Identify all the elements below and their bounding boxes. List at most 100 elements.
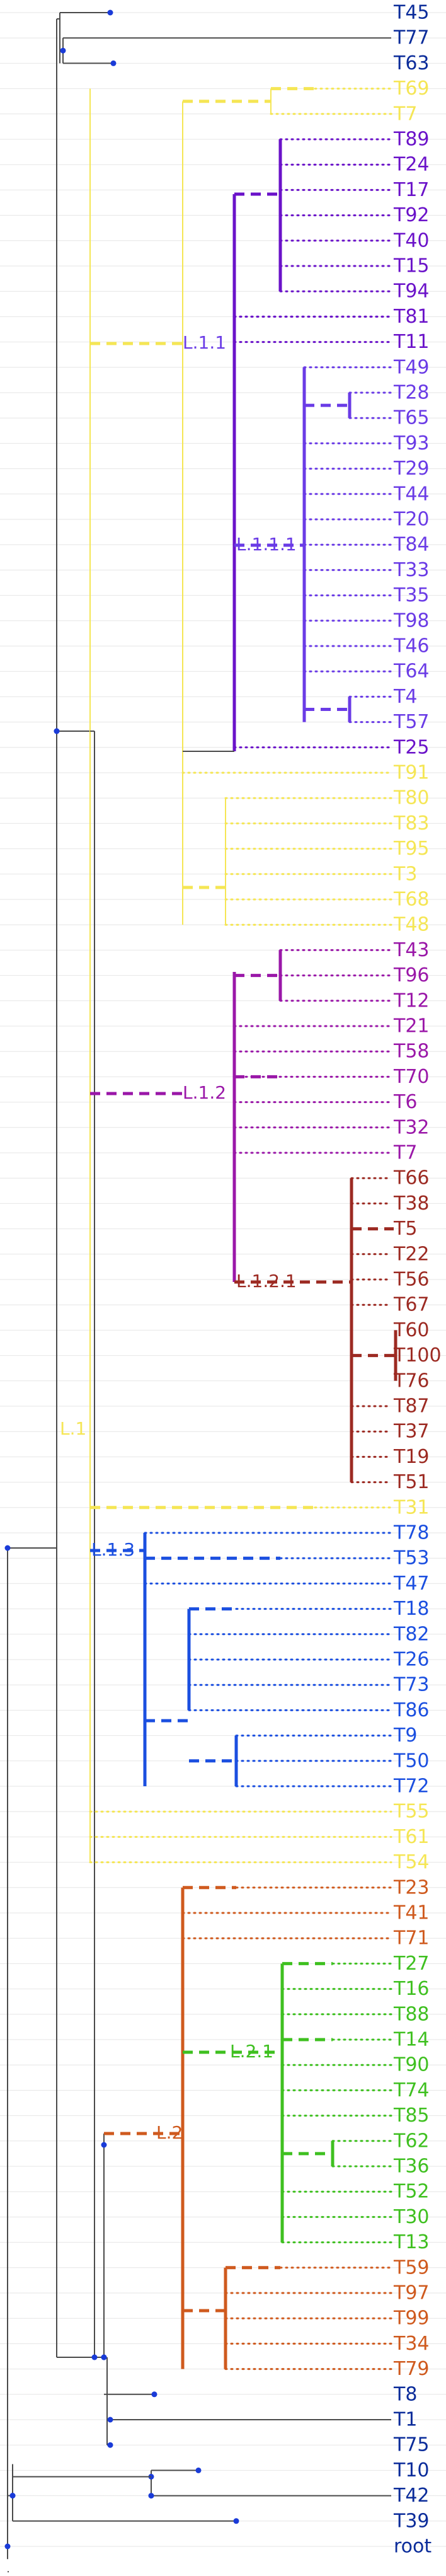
leaf-label: T8 <box>393 2383 417 2405</box>
leaf-label: T70 <box>393 1066 430 1088</box>
leaf-label: T41 <box>393 1902 430 1924</box>
tree-node <box>91 2354 98 2360</box>
leaf-label: T65 <box>393 407 430 429</box>
leaf-label: T28 <box>393 382 430 404</box>
leaf-label: T69 <box>393 78 430 100</box>
leaf-label: T26 <box>393 1649 430 1671</box>
leaf-label: T37 <box>393 1421 430 1443</box>
leaf-label: T98 <box>393 609 430 632</box>
leaf-label: T94 <box>393 280 430 303</box>
leaf-label: T100 <box>393 1344 442 1366</box>
leaf-label: T58 <box>393 1041 430 1063</box>
leaf-label: T25 <box>393 736 430 758</box>
leaf-label: T63 <box>393 52 430 74</box>
leaf-label: T27 <box>393 1953 430 1975</box>
leaf-label: T83 <box>393 812 430 835</box>
tree-node <box>233 2518 239 2524</box>
leaf-label: T60 <box>393 1319 430 1341</box>
leaf-label: T53 <box>393 1547 430 1569</box>
leaf-label: T52 <box>393 2181 430 2203</box>
leaf-label: T72 <box>393 1776 430 1798</box>
leaf-label: T21 <box>393 1015 430 1037</box>
leaf-label: T22 <box>393 1243 430 1265</box>
leaf-label: T93 <box>393 432 430 454</box>
leaf-label: T15 <box>393 255 430 277</box>
tree-node <box>148 2493 154 2499</box>
leaf-label: T79 <box>393 2358 430 2380</box>
leaf-label: T56 <box>393 1269 430 1291</box>
leaf-label: T46 <box>393 635 430 657</box>
clade-label: L.1.2 <box>183 1082 226 1103</box>
leaf-label: T6 <box>393 1091 417 1113</box>
tree-node <box>101 2142 107 2148</box>
leaf-label: T42 <box>393 2485 430 2507</box>
leaf-label: T77 <box>393 27 430 49</box>
leaf-label: T76 <box>393 1370 430 1392</box>
tree-node <box>9 2493 16 2498</box>
leaf-label: T19 <box>393 1446 430 1468</box>
leaf-label: T50 <box>393 1750 430 1772</box>
leaf-label: T73 <box>393 1674 430 1696</box>
leaf-label: T14 <box>393 2029 430 2051</box>
leaf-label: T20 <box>393 509 430 531</box>
tree-node <box>107 9 113 16</box>
leaf-label: T89 <box>393 129 430 151</box>
leaf-label: T81 <box>393 306 430 328</box>
leaf-label: T64 <box>393 661 430 683</box>
tree-node <box>4 1545 11 1551</box>
leaf-label: T87 <box>393 1395 430 1418</box>
leaf-label: T9 <box>393 1724 417 1747</box>
leaf-label: T5 <box>393 1218 417 1240</box>
leaf-label: T44 <box>393 483 430 505</box>
leaf-label: T16 <box>393 1978 430 2000</box>
leaf-label: T30 <box>393 2206 430 2228</box>
clade-label: L.1.1 <box>183 332 226 353</box>
leaf-label: T91 <box>393 762 430 784</box>
leaf-label: T48 <box>393 914 430 936</box>
leaf-label: T67 <box>393 1294 430 1316</box>
leaf-label: T82 <box>393 1623 430 1645</box>
tree-node <box>60 47 66 54</box>
leaf-label: T13 <box>393 2231 430 2253</box>
leaf-label: T68 <box>393 889 430 911</box>
leaf-label: T38 <box>393 1193 430 1215</box>
leaf-label: T4 <box>393 686 417 708</box>
leaf-label: T96 <box>393 964 430 986</box>
leaf-label: T40 <box>393 229 430 251</box>
leaf-label: T3 <box>393 863 417 885</box>
leaf-label: T55 <box>393 1801 430 1823</box>
tree-node <box>151 2391 157 2398</box>
leaf-label: T90 <box>393 2054 430 2076</box>
leaf-label: T95 <box>393 838 430 860</box>
leaf-label: T39 <box>393 2510 430 2532</box>
leaf-label: T34 <box>393 2333 430 2355</box>
leaf-label: T7 <box>393 103 417 125</box>
leaf-label: T66 <box>393 1167 430 1189</box>
leaf-label: T78 <box>393 1522 430 1544</box>
leaf-label: T49 <box>393 356 430 378</box>
clade-label: L.1.2.1 <box>236 1271 297 1291</box>
leaf-label: T24 <box>393 154 430 176</box>
leaf-label: T51 <box>393 1471 430 1493</box>
tree-node <box>101 2354 107 2360</box>
leaf-label: T57 <box>393 711 430 733</box>
clade-label: L.1.1.1 <box>236 534 297 555</box>
leaf-label: T54 <box>393 1851 430 1873</box>
leaf-label: T10 <box>393 2459 430 2481</box>
leaf-label: T17 <box>393 179 430 201</box>
leaf-label: T7 <box>393 1142 417 1164</box>
leaf-label: T31 <box>393 1496 430 1518</box>
tree-node <box>107 2417 113 2423</box>
tree-node <box>4 2543 11 2550</box>
clade-label: L.2.1 <box>230 2041 273 2062</box>
leaf-label: T32 <box>393 1116 430 1138</box>
leaf-label: T61 <box>393 1826 430 1848</box>
leaf-label: T99 <box>393 2307 430 2330</box>
leaf-label: T33 <box>393 559 430 581</box>
leaf-label: T71 <box>393 1927 430 1949</box>
clade-label: L.1 <box>60 1418 86 1439</box>
leaf-label: T11 <box>393 331 430 353</box>
leaf-label: T43 <box>393 939 430 961</box>
leaf-label: T47 <box>393 1573 430 1595</box>
